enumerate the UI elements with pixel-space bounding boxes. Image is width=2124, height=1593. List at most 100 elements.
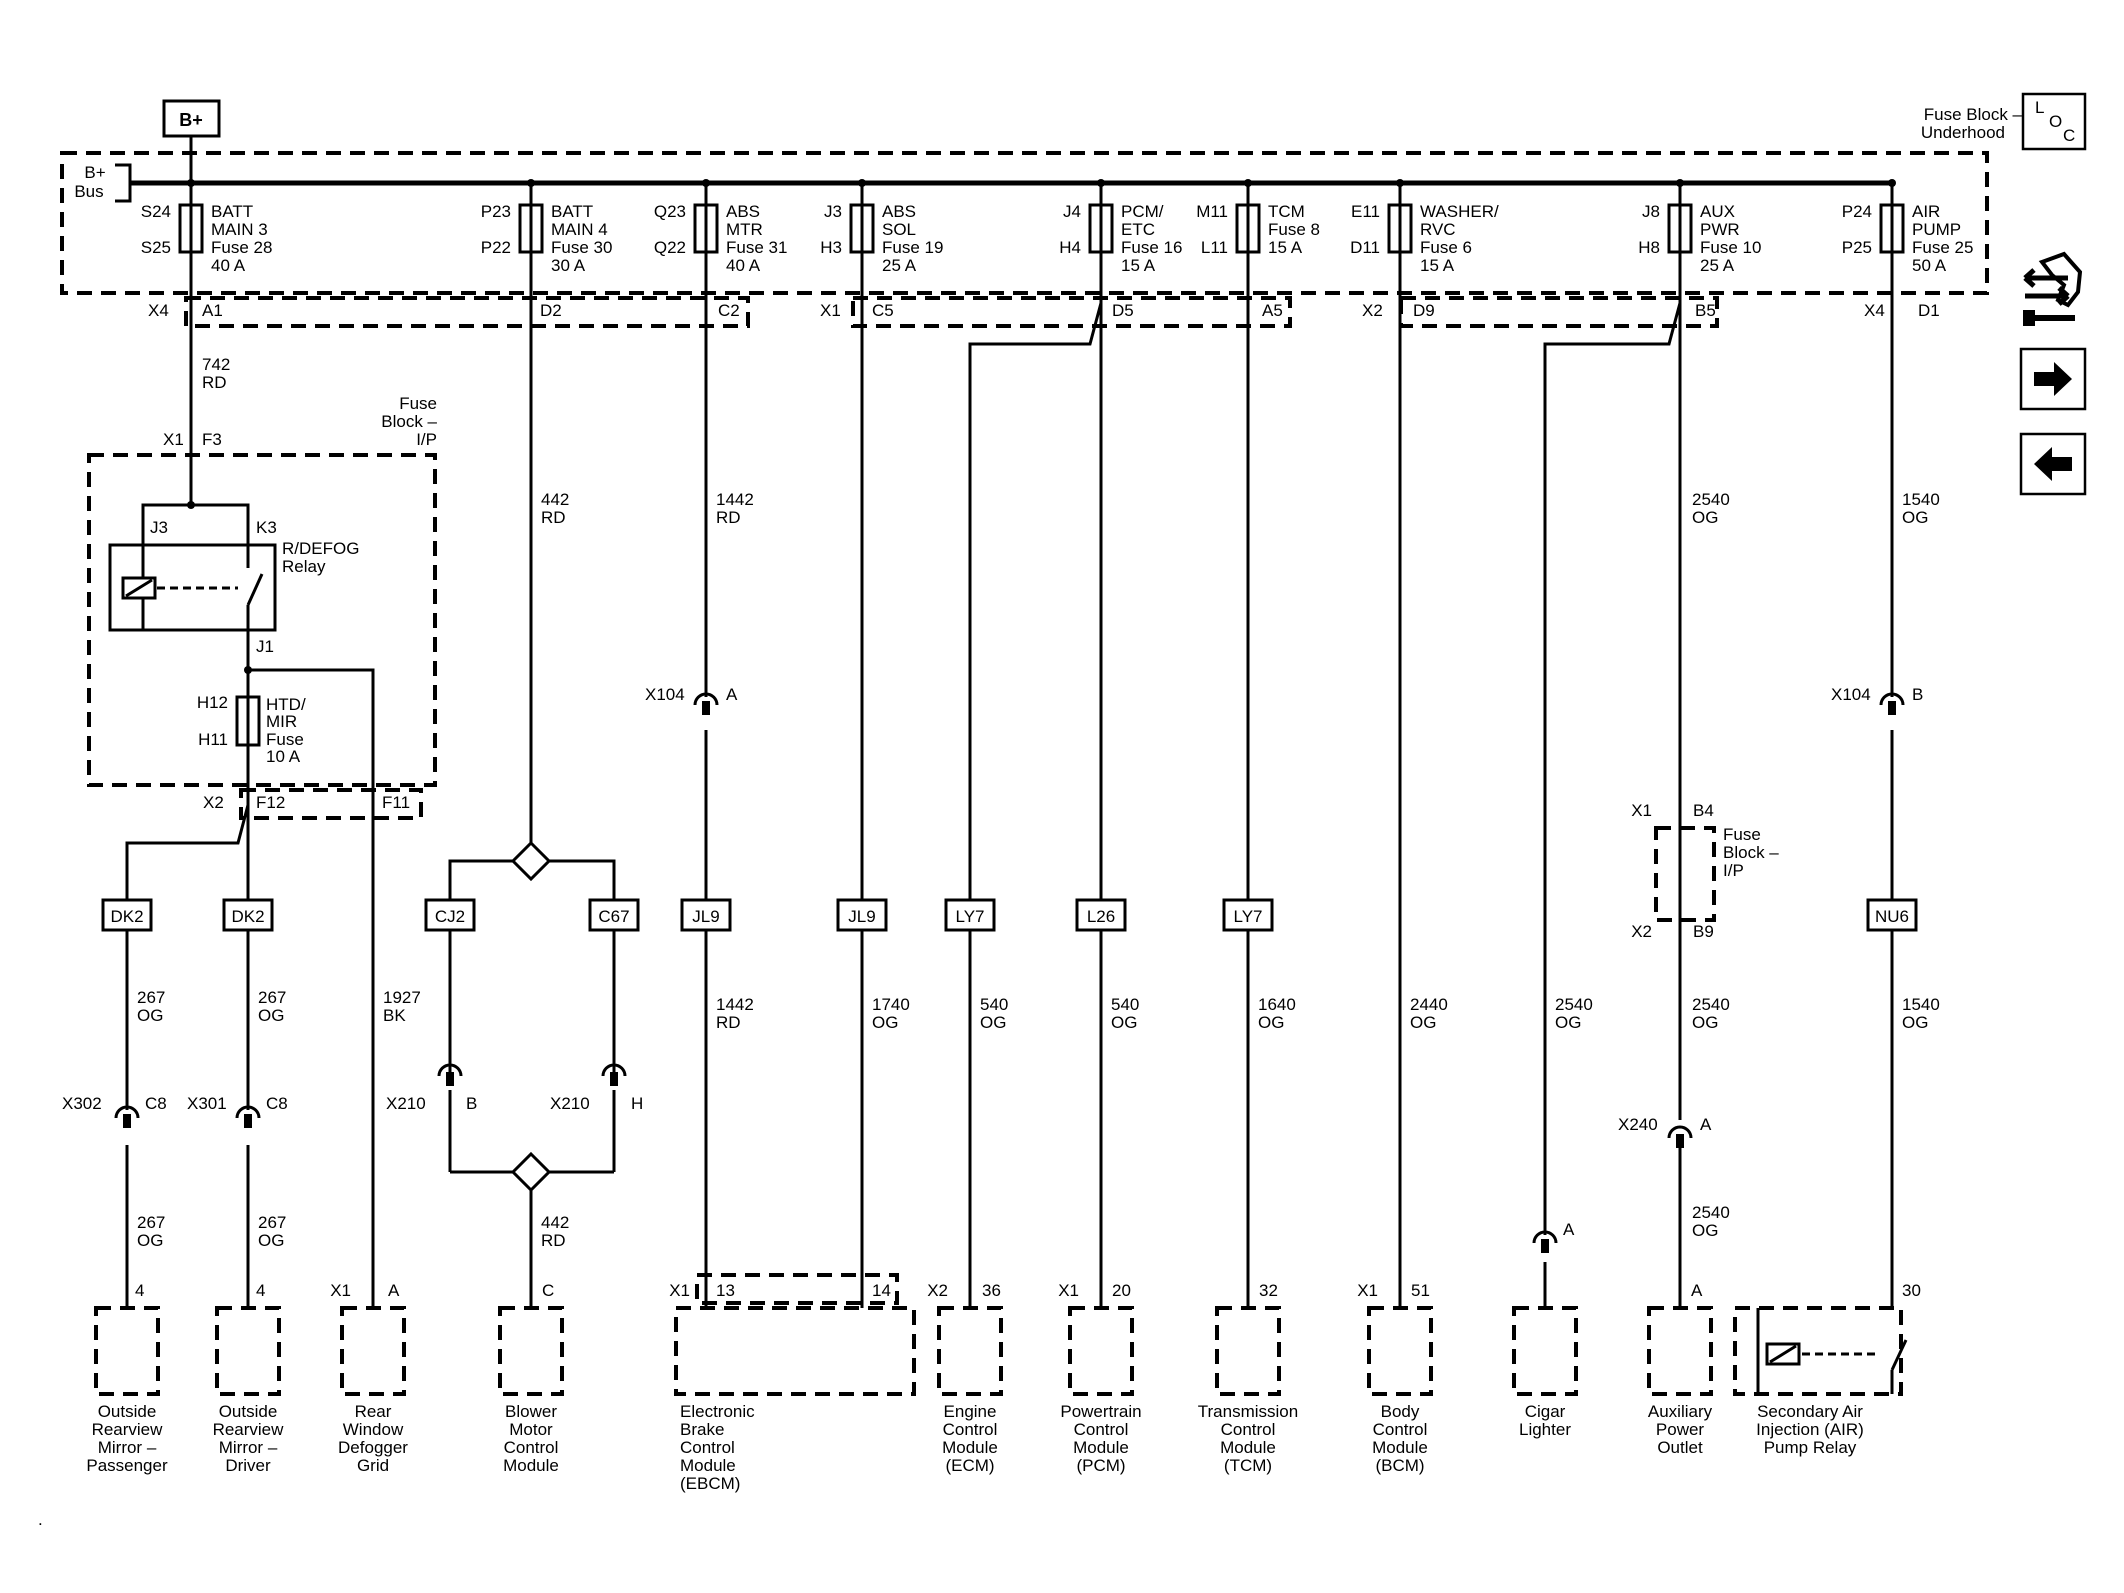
- fuse-top-pin: J4: [1063, 202, 1081, 221]
- fuse-top-pin: S24: [141, 202, 171, 221]
- fuse-text: Fuse 8: [1268, 220, 1320, 239]
- component-name: Grid: [357, 1456, 389, 1475]
- ip-x2: X2: [203, 793, 224, 812]
- conn-d9: D9: [1413, 301, 1435, 320]
- circuit-number: 1442: [716, 490, 754, 509]
- component-pin: 13: [716, 1281, 735, 1300]
- fuse-text: Fuse 28: [211, 238, 272, 257]
- fuse-bottom-pin: P22: [481, 238, 511, 257]
- air-pump-relay-icon: [1756, 1308, 1908, 1394]
- splice-diamond-top: [510, 840, 552, 882]
- fuse-top-pin: J8: [1642, 202, 1660, 221]
- fuse-top-pin: P24: [1842, 202, 1872, 221]
- fuse-text: MAIN 3: [211, 220, 268, 239]
- loc-button[interactable]: L O C: [2021, 92, 2087, 151]
- component-name: Control: [680, 1438, 735, 1457]
- blower-circuit: [448, 840, 616, 1308]
- component-pin: 32: [1259, 1281, 1278, 1300]
- fuse-text: Fuse 6: [1420, 238, 1472, 257]
- fuse-text: ABS: [882, 202, 916, 221]
- x302-label: X302: [62, 1094, 102, 1113]
- splice-pack-3: C67: [588, 898, 640, 932]
- inline-connector-icon: [693, 692, 719, 715]
- fuse-text: 15 A: [1121, 256, 1156, 275]
- relay-label-2: Relay: [282, 557, 326, 576]
- component-name: Outside: [98, 1402, 157, 1421]
- wire-color: RD: [541, 508, 566, 527]
- x210h-label: X210: [550, 1094, 590, 1113]
- inline-connector-icon: [235, 1105, 261, 1128]
- fuse-text: Fuse 30: [551, 238, 612, 257]
- arrow-left-icon[interactable]: [2019, 432, 2087, 496]
- component-name: Control: [1221, 1420, 1276, 1439]
- x301-pin: C8: [266, 1094, 288, 1113]
- circuit-number: 742: [202, 355, 230, 374]
- fuse-text: Fuse 10: [1700, 238, 1761, 257]
- harness-connector-icon[interactable]: [2023, 251, 2083, 326]
- component-name: Body: [1381, 1402, 1420, 1421]
- relay-pin-j1: J1: [256, 637, 274, 656]
- loc-o: O: [2049, 112, 2062, 131]
- conn-d1: D1: [1918, 301, 1940, 320]
- splice-pack-label: C67: [598, 907, 629, 926]
- fuse-text: PWR: [1700, 220, 1740, 239]
- wire-color: OG: [1902, 1013, 1928, 1032]
- component-name: Driver: [225, 1456, 271, 1475]
- fuse-block-underhood-title: Fuse Block –: [1924, 105, 2023, 124]
- component-name: (BCM): [1375, 1456, 1424, 1475]
- conn-x4-left: X4: [148, 301, 169, 320]
- arrow-right-icon[interactable]: [2019, 347, 2087, 411]
- inline-connector-labels: X104 A X104 B X302 C8 X301 C8 X210 B X21…: [62, 685, 1923, 1239]
- fuse-top-pin: Q23: [654, 202, 686, 221]
- component-name: Module: [1073, 1438, 1129, 1457]
- conn-c2: C2: [718, 301, 740, 320]
- splice-pack-8: LY7: [1222, 898, 1274, 932]
- fuse-bottom-pin: D11: [1350, 238, 1380, 257]
- component-name: Brake: [680, 1420, 724, 1439]
- circuit-number: 2540: [1692, 995, 1730, 1014]
- relay-pin-j3: J3: [150, 518, 168, 537]
- wire-color: OG: [1410, 1013, 1436, 1032]
- component-name: Lighter: [1519, 1420, 1571, 1439]
- fuse-text: 15 A: [1268, 238, 1303, 257]
- inline-connector-icon: [1667, 1125, 1693, 1148]
- wire-color: OG: [1692, 1013, 1718, 1032]
- circuit-number: 1540: [1902, 490, 1940, 509]
- ip-f12: F12: [256, 793, 285, 812]
- wire-color: OG: [980, 1013, 1006, 1032]
- fuse-block-ip-title-2: Block –: [381, 412, 437, 431]
- component-pin: A: [388, 1281, 400, 1300]
- fuse-block-underhood-subtitle: Underhood: [1921, 123, 2005, 142]
- x240-pin: A: [1700, 1115, 1712, 1134]
- component-name: Module: [680, 1456, 736, 1475]
- circuit-number: 442: [541, 490, 569, 509]
- splice-pack-2: CJ2: [424, 898, 476, 932]
- circuit-number: 267: [137, 1213, 165, 1232]
- fuse-text: TCM: [1268, 202, 1305, 221]
- inline-connectors: [114, 692, 1905, 1253]
- component-name: Auxiliary: [1648, 1402, 1713, 1421]
- splice-diamond-bottom: [510, 1151, 552, 1193]
- wire-color: RD: [716, 508, 741, 527]
- component-name: Module: [503, 1456, 559, 1475]
- inline-connector-icon: [601, 1063, 627, 1086]
- x210b-pin: B: [466, 1094, 477, 1113]
- htd-fuse-l3: Fuse: [266, 730, 304, 749]
- conn-a5: A5: [1262, 301, 1283, 320]
